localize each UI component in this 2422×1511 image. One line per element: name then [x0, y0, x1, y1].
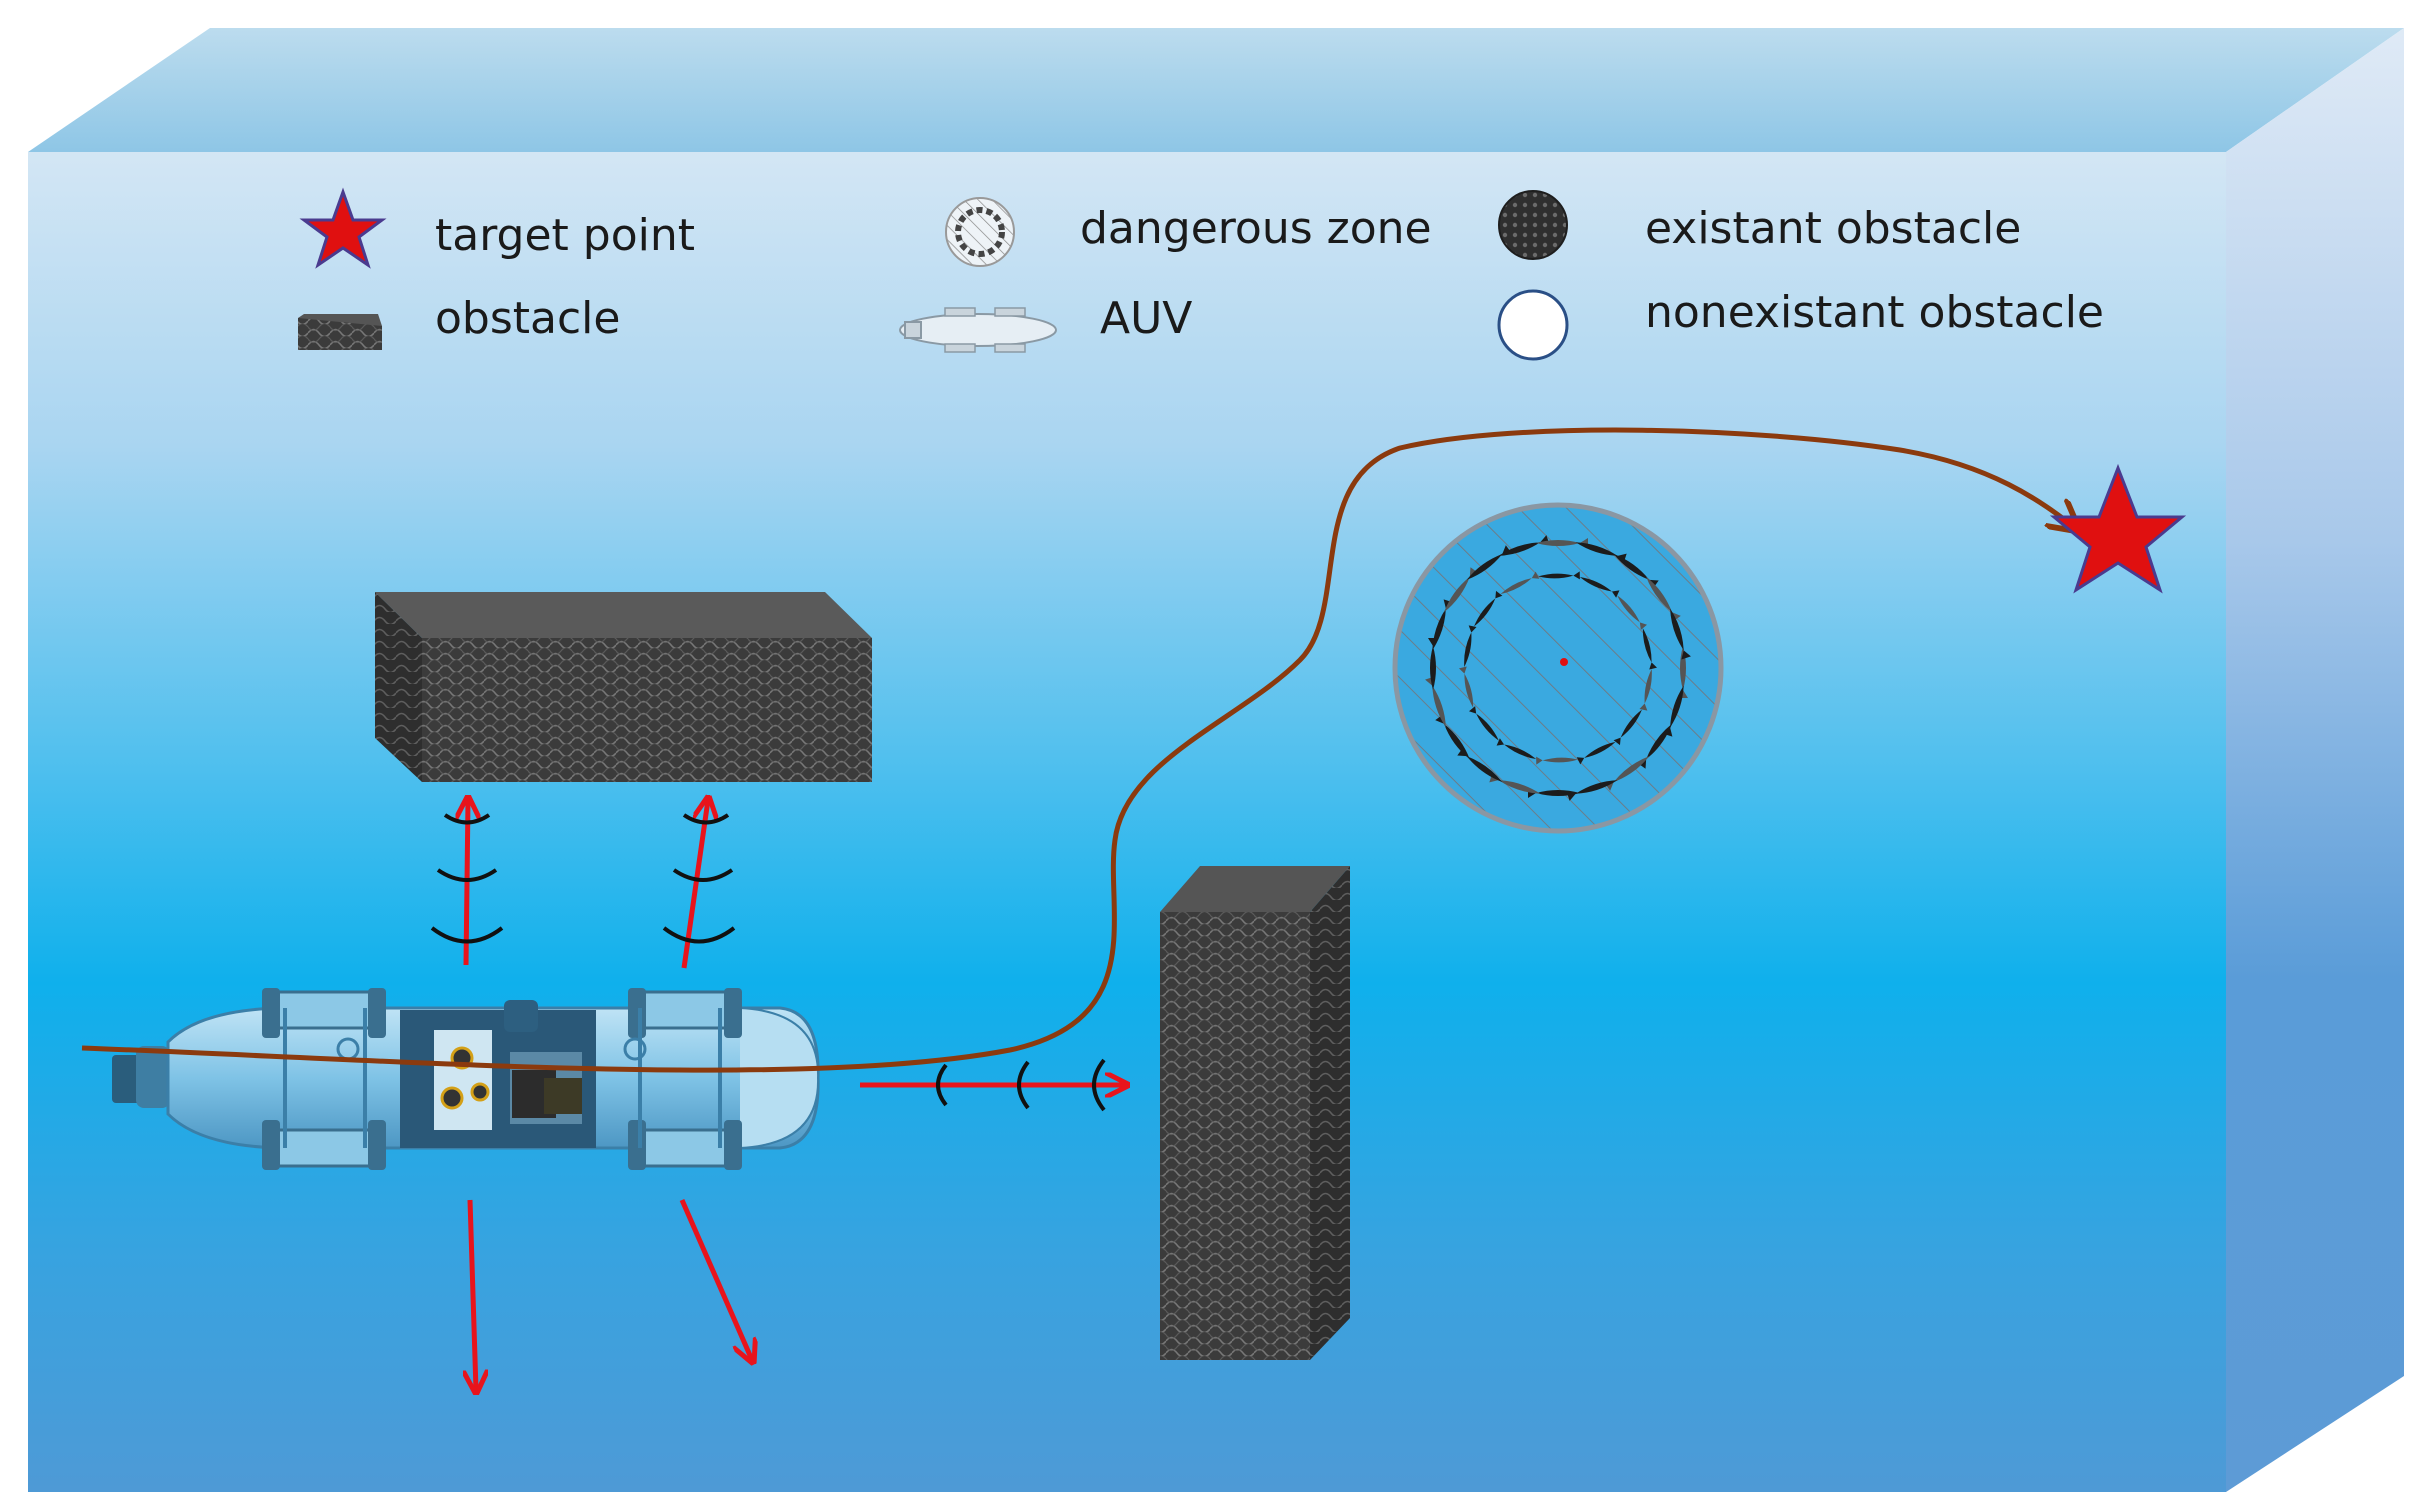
water-side-face: [2226, 28, 2404, 1492]
fish-icon: [1536, 756, 1578, 765]
fish-icon: [1637, 723, 1673, 769]
fish-icon: [1457, 747, 1503, 783]
sensor-arrow-down-left: [470, 1199, 476, 1390]
fish-icon: [1464, 625, 1477, 667]
fish-icon: [1604, 756, 1650, 791]
fish-icon: [1538, 571, 1580, 580]
fish-icon: [1662, 685, 1684, 737]
fish-school-icon: [945, 197, 1015, 267]
fish-icon: [1496, 738, 1537, 760]
fish-icon: [1425, 676, 1446, 728]
target-star: [2049, 463, 2187, 594]
fish-icon: [1536, 538, 1588, 548]
fish-icon: [1428, 638, 1438, 690]
fish-icon: [1435, 714, 1470, 760]
fish-icon: [1576, 741, 1616, 765]
fish-icon: [1617, 595, 1647, 630]
legend-label-existant-obstacle: existant obstacle: [1645, 203, 2021, 254]
fish-icon: [1579, 576, 1620, 598]
fish-icon: [1642, 628, 1658, 670]
fish-icon: [1489, 772, 1541, 794]
auv-vehicle: [112, 988, 820, 1170]
filled-circle-icon: [1498, 190, 1568, 260]
legend-label-auv: AUV: [1100, 293, 1192, 344]
empty-circle-icon: [1497, 289, 1569, 361]
submarine-icon: [899, 307, 1057, 353]
legend-label-nonexistant-obstacle: nonexistant obstacle: [1645, 287, 2104, 338]
fish-icon: [1474, 590, 1503, 627]
fish-school: [1425, 535, 1691, 801]
tall-obstacle: [1160, 866, 1350, 1360]
star-icon: [299, 187, 387, 269]
fish-icon: [1469, 706, 1499, 741]
dangerous-zone: [1392, 502, 1724, 834]
fish-icon: [1566, 780, 1618, 801]
sonar-waves: [430, 813, 1106, 1112]
fish-icon: [1528, 788, 1580, 798]
legend-label-obstacle: obstacle: [435, 293, 620, 344]
water-top-face: [28, 28, 2404, 152]
fish-icon: [1432, 599, 1454, 651]
fish-icon: [1646, 576, 1681, 622]
planned-path: [81, 427, 2078, 1073]
cuboid-icon: [298, 314, 382, 350]
dangerous-zone-center: [1560, 658, 1568, 666]
fish-icon: [1670, 608, 1691, 660]
water-volume: [28, 28, 2404, 1492]
fish-icon: [1458, 666, 1474, 708]
fish-icon: [1639, 669, 1652, 711]
water-front-face: [28, 152, 2226, 1492]
fish-icon: [1613, 709, 1642, 746]
top-obstacle: [375, 592, 872, 782]
fish-icon: [1466, 545, 1512, 580]
legend-label-dangerous-zone: dangerous zone: [1080, 203, 1432, 254]
fish-icon: [1575, 542, 1627, 564]
fish-icon: [1443, 567, 1479, 613]
sensor-arrow-up-left: [466, 800, 468, 966]
legend-label-target-point: target point: [435, 210, 695, 261]
legend: target point obstacle dangerous zone AUV…: [298, 187, 2104, 361]
fish-icon: [1613, 553, 1659, 589]
fish-icon: [1678, 646, 1688, 698]
sensor-arrow-down-right: [679, 1198, 752, 1360]
fish-icon: [1500, 571, 1540, 595]
fish-icon: [1498, 535, 1550, 556]
